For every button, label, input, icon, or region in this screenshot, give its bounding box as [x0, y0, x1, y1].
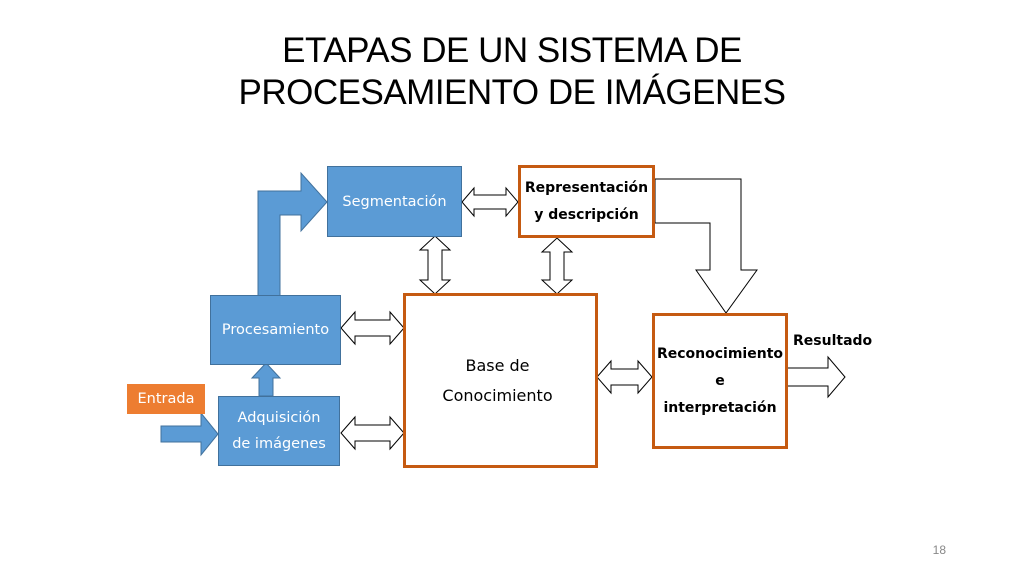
double-arrow-segmentacion-representacion [461, 186, 519, 218]
node-adquisicion: Adquisición de imágenes [218, 396, 340, 466]
node-base-line-2: Conocimiento [442, 385, 553, 405]
slide-title: ETAPAS DE UN SISTEMA DE PROCESAMIENTO DE… [0, 30, 1024, 114]
title-line-2: PROCESAMIENTO DE IMÁGENES [238, 73, 786, 112]
arrow-procesamiento-to-segmentacion [257, 171, 328, 297]
node-representacion-line-2: y descripción [534, 206, 639, 223]
double-arrow-procesamiento-base [340, 310, 405, 346]
node-base-conocimiento: Base de Conocimiento [403, 293, 598, 468]
node-base-line-1: Base de [465, 355, 530, 375]
label-entrada: Entrada [127, 384, 205, 414]
arrow-adquisicion-to-procesamiento [250, 362, 282, 397]
node-reconocimiento-line-3: interpretación [663, 399, 777, 416]
node-segmentacion-label: Segmentación [342, 193, 447, 210]
node-reconocimiento: Reconocimiento e interpretación [652, 313, 788, 449]
label-entrada-text: Entrada [137, 391, 195, 407]
node-representacion: Representación y descripción [518, 165, 655, 238]
double-arrow-segmentacion-base [418, 235, 452, 295]
arrow-to-resultado [786, 355, 846, 399]
node-procesamiento: Procesamiento [210, 295, 341, 365]
label-resultado: Resultado [793, 333, 873, 349]
node-segmentacion: Segmentación [327, 166, 462, 237]
title-line-1: ETAPAS DE UN SISTEMA DE [282, 31, 742, 70]
node-procesamiento-label: Procesamiento [221, 322, 330, 338]
double-arrow-adquisicion-base [340, 415, 405, 451]
double-arrow-representacion-base [540, 237, 574, 295]
arrow-input-to-adquisicion [160, 411, 219, 457]
node-representacion-line-1: Representación [524, 179, 649, 196]
node-reconocimiento-line-1: Reconocimiento [656, 345, 784, 362]
page-number: 18 [932, 543, 946, 557]
node-adquisicion-line-2: de imágenes [232, 436, 326, 452]
arrow-representacion-to-reconocimiento [654, 178, 758, 314]
node-adquisicion-line-1: Adquisición [237, 410, 321, 426]
double-arrow-base-reconocimiento [596, 359, 653, 395]
node-reconocimiento-line-2: e [715, 372, 725, 389]
